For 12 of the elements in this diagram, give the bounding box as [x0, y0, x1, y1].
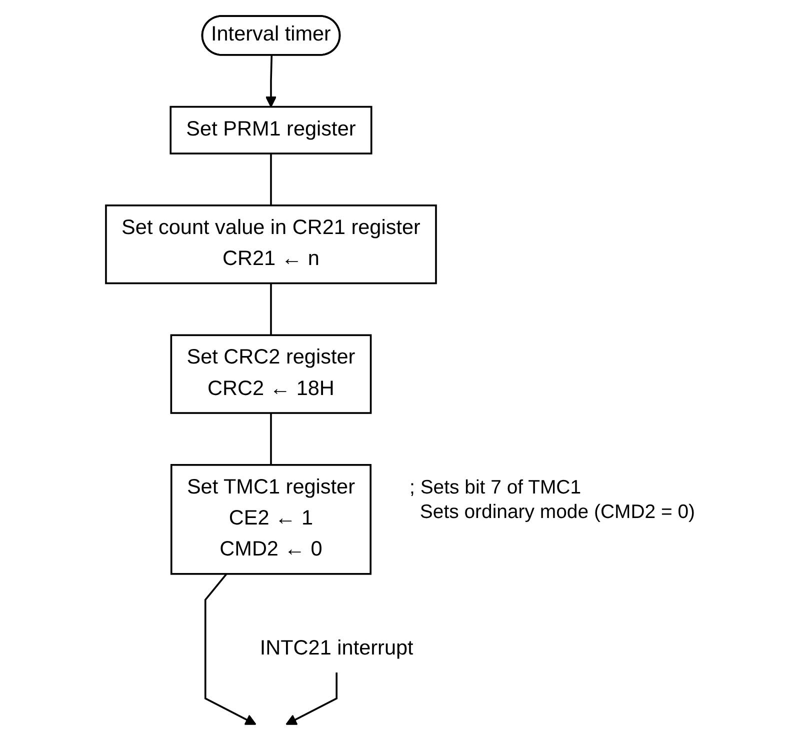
node-box: Set CRC2 register CRC2 ← 18H: [170, 334, 372, 414]
connector-line: [270, 153, 272, 205]
connector-line: [270, 282, 272, 335]
arrow: [266, 55, 278, 107]
note-text: ; Sets bit 7 of TMC1 Sets ordinary mode (CMD2 = 0): [410, 476, 696, 523]
arrow: [204, 572, 257, 724]
node-box: Set PRM1 register: [170, 105, 373, 154]
node-box: Set TMC1 register CE2 ← 1 CMD2 ← 0: [170, 464, 372, 574]
node-text: INTC21 interrupt: [260, 637, 414, 660]
node-box: Set count value in CR21 register CR21 ← n: [105, 204, 438, 284]
connector-line: [270, 412, 272, 464]
arrow: [286, 672, 338, 724]
